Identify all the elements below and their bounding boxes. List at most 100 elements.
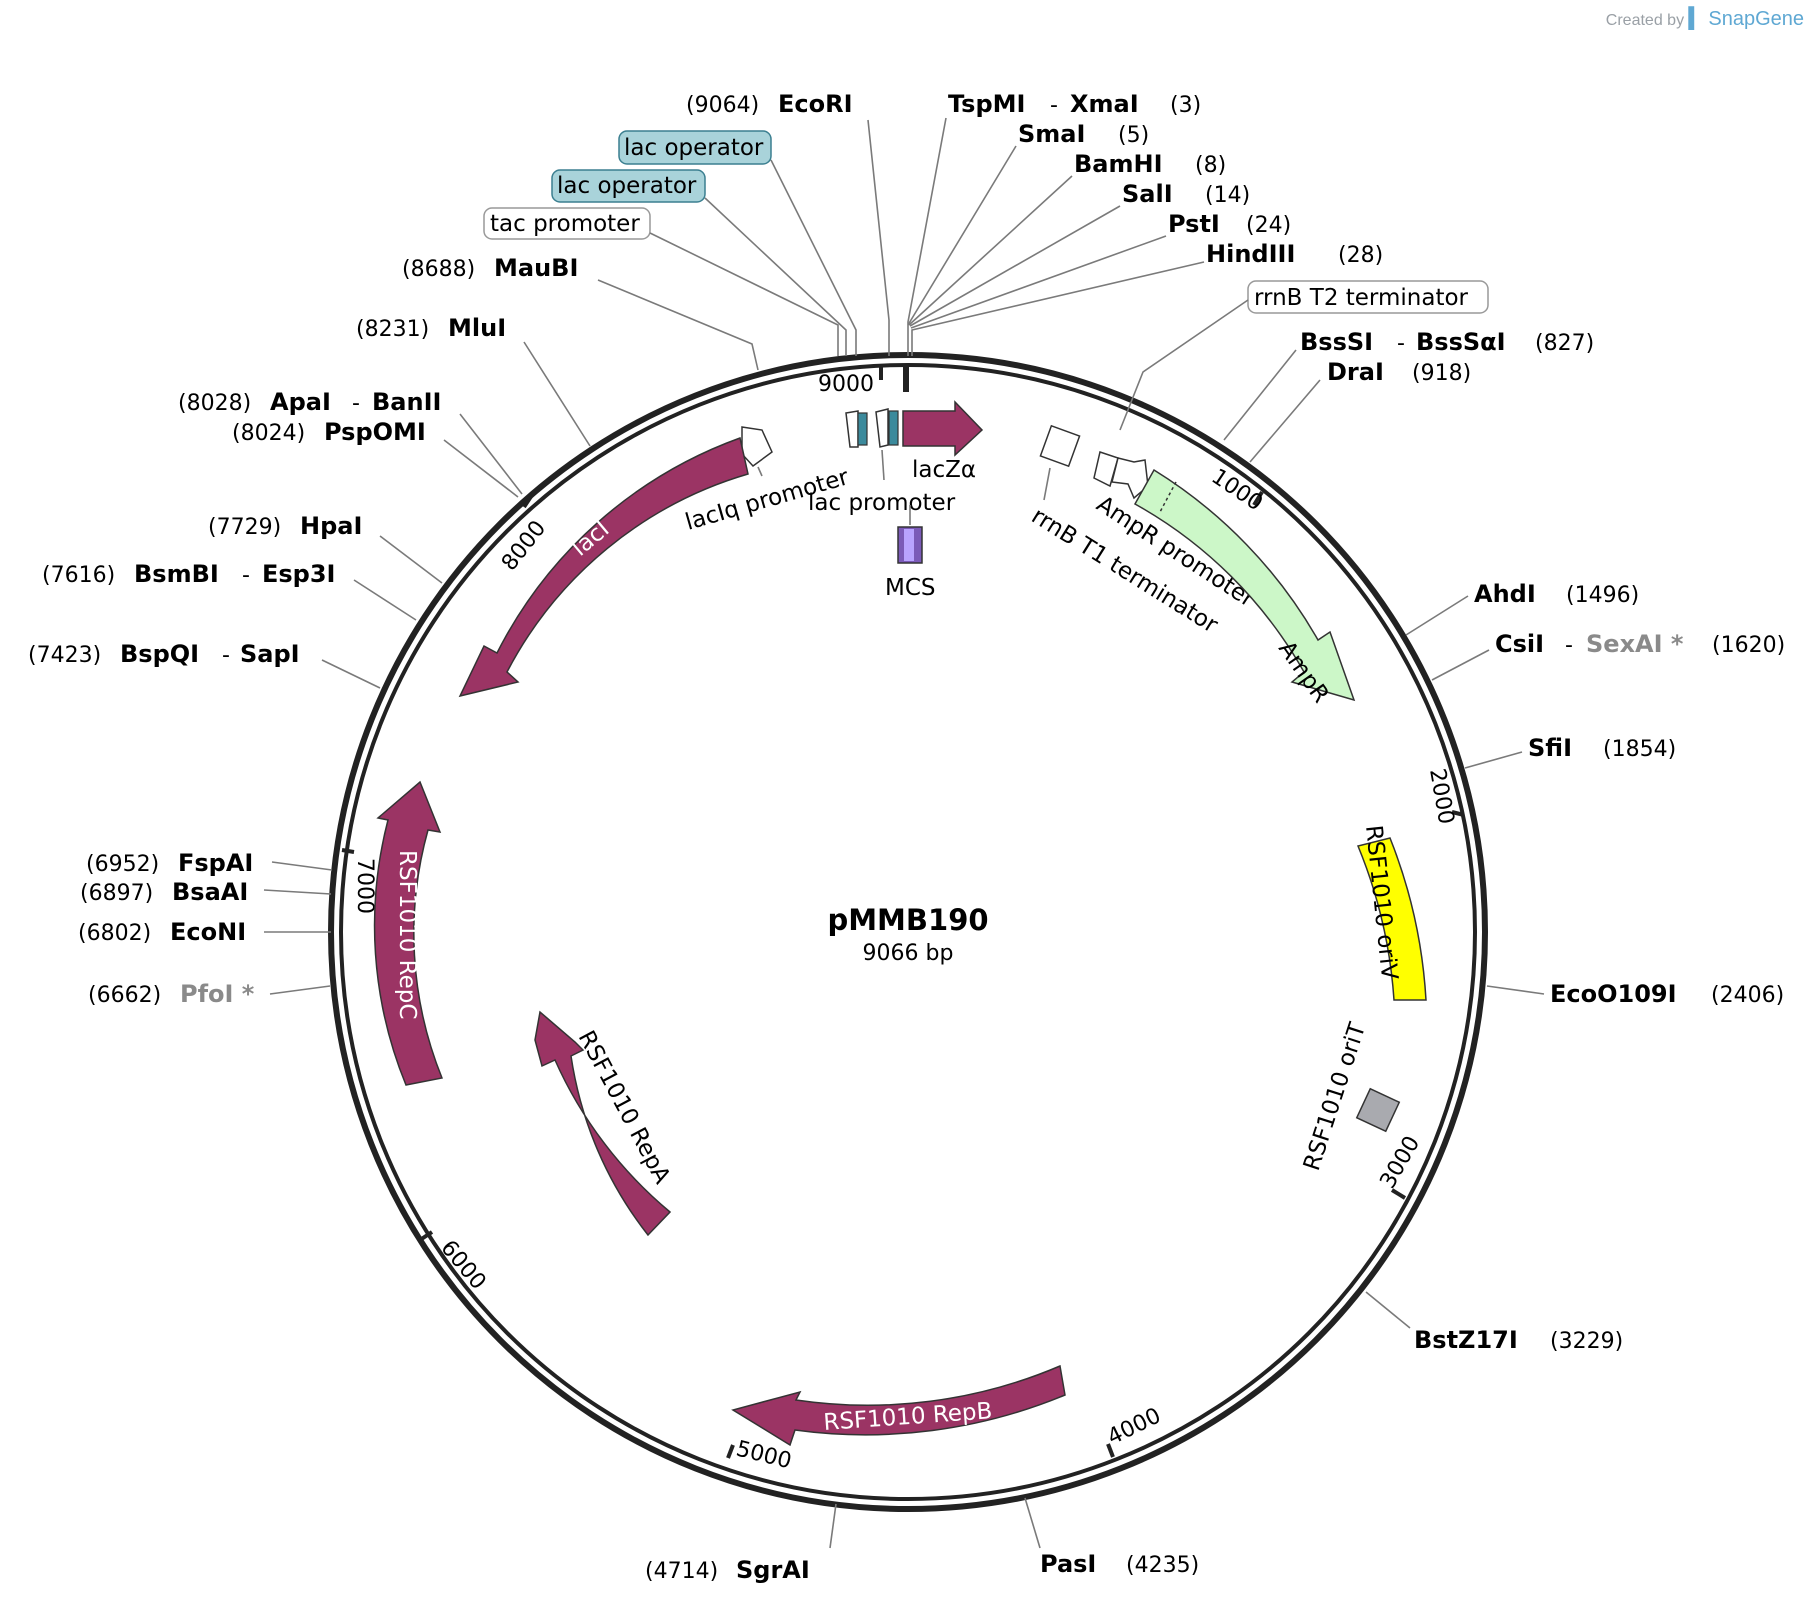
feature-rsf1010-orit[interactable]: RSF1010 oriT xyxy=(1299,1019,1401,1174)
site-smai[interactable]: SmaI (5) xyxy=(907,120,1149,326)
maubi-name: MauBI xyxy=(494,254,578,282)
site-ecori[interactable]: (9064) EcoRI xyxy=(686,90,890,356)
site-bstz17i[interactable]: BstZ17I (3229) xyxy=(1365,1291,1623,1354)
psti-name: PstI xyxy=(1168,210,1220,238)
econi-pos: (6802) xyxy=(78,921,151,946)
site-sfii[interactable]: SfiI (1854) xyxy=(1464,734,1676,769)
bsssi-name: BssSI xyxy=(1300,328,1373,356)
site-separator: - xyxy=(1397,331,1405,356)
feature-mcs[interactable]: MCS xyxy=(885,505,936,601)
site-csii-sexai[interactable]: CsiI - SexAI * (1620) xyxy=(1431,630,1785,681)
hpai-name: HpaI xyxy=(300,512,362,540)
site-pfoi[interactable]: (6662) PfoI * xyxy=(88,980,331,1008)
pspomi-pos: (8024) xyxy=(232,421,305,446)
bsmbi-name: BsmBI xyxy=(134,560,219,588)
sfii-name: SfiI xyxy=(1528,734,1572,762)
ecoo109i-pos: (2406) xyxy=(1711,983,1784,1008)
pasi-name: PasI xyxy=(1040,1550,1096,1578)
econi-name: EcoNI xyxy=(170,918,246,946)
feature-promoter-marks xyxy=(845,408,899,481)
site-econi[interactable]: (6802) EcoNI xyxy=(78,918,331,946)
site-hpai[interactable]: (7729) HpaI xyxy=(208,512,443,584)
boxed-rrnb-t2-terminator[interactable]: rrnB T2 terminator xyxy=(1119,280,1489,431)
feature-rsf1010-repc[interactable]: RSF1010 RepC xyxy=(373,780,444,1086)
boxed-lac-operator-2[interactable]: lac operator xyxy=(551,169,847,356)
fspai-name: FspAI xyxy=(178,849,253,877)
pfoi-pos: (6662) xyxy=(88,983,161,1008)
rrnb-t2-label: rrnB T2 terminator xyxy=(1254,285,1469,311)
bstz17i-name: BstZ17I xyxy=(1414,1326,1518,1354)
ahdi-pos: (1496) xyxy=(1566,583,1639,608)
bsssai-name: BssSαI xyxy=(1416,328,1506,356)
site-apai-banii[interactable]: (8028) ApaI - BanII xyxy=(178,388,523,495)
sali-pos: (14) xyxy=(1205,183,1250,208)
drai-pos: (918) xyxy=(1412,361,1471,386)
repa-label: RSF1010 RepA xyxy=(573,1027,675,1189)
ecoo109i-name: EcoO109I xyxy=(1550,980,1677,1008)
credit-brand: SnapGene xyxy=(1708,8,1804,30)
site-mlui[interactable]: (8231) MluI xyxy=(356,314,591,447)
xmai-name: XmaI xyxy=(1070,90,1139,118)
tick-label-7000: 7000 xyxy=(352,858,377,914)
fspai-pos: (6952) xyxy=(86,852,159,877)
site-ahdi[interactable]: AhdI (1496) xyxy=(1405,580,1639,636)
site-tspmi-xmai[interactable]: TspMI - XmaI (3) xyxy=(907,90,1201,356)
site-separator: - xyxy=(222,643,230,668)
smai-name: SmaI xyxy=(1018,120,1085,148)
hpai-pos: (7729) xyxy=(208,515,281,540)
feature-laci[interactable]: lacI xyxy=(458,437,749,698)
site-bspqi-sapi[interactable]: (7423) BspQI - SapI xyxy=(28,640,381,689)
hindiii-name: HindIII xyxy=(1206,240,1295,268)
site-maubi[interactable]: (8688) MauBI xyxy=(402,254,759,371)
site-pspomi[interactable]: (8024) PspOMI xyxy=(232,418,519,498)
site-bamhi[interactable]: BamHI (8) xyxy=(908,150,1226,326)
pasi-pos: (4235) xyxy=(1126,1553,1199,1578)
site-bsaai[interactable]: (6897) BsaAI xyxy=(80,878,332,906)
bamhi-pos: (8) xyxy=(1195,153,1226,178)
banii-name: BanII xyxy=(372,388,441,416)
snapgene-credit: Created by ▍ SnapGene xyxy=(1606,6,1804,31)
pfoi-name: PfoI * xyxy=(180,980,255,1008)
bsaai-name: BsaAI xyxy=(172,878,248,906)
sali-name: SalI xyxy=(1122,180,1173,208)
lacza-label: lacZα xyxy=(912,457,976,483)
site-drai[interactable]: DraI (918) xyxy=(1249,358,1471,463)
bsaai-pos: (6897) xyxy=(80,881,153,906)
feature-lacza[interactable]: lacZα xyxy=(902,400,984,483)
ecori-pos: (9064) xyxy=(686,93,759,118)
bspqi-name: BspQI xyxy=(120,640,199,668)
site-hindiii[interactable]: HindIII (28) xyxy=(911,240,1383,356)
sexai-name: SexAI * xyxy=(1586,630,1684,658)
site-separator: - xyxy=(1050,93,1058,118)
bsmbi-pos: (7616) xyxy=(42,563,115,588)
site-bsmbi-esp3i[interactable]: (7616) BsmBI - Esp3I xyxy=(42,560,417,621)
feature-rsf1010-oriv[interactable]: RSF1010 oriV xyxy=(1356,824,1427,1001)
site-psti[interactable]: PstI (24) xyxy=(910,210,1291,329)
sapi-name: SapI xyxy=(240,640,300,668)
site-bsssi[interactable]: BssSI - BssSαI (827) xyxy=(1223,328,1594,441)
site-separator: - xyxy=(352,391,360,416)
boxed-lac-operator-1[interactable]: lac operator xyxy=(618,130,857,356)
psti-pos: (24) xyxy=(1246,213,1291,238)
site-ecoo109i[interactable]: EcoO109I (2406) xyxy=(1486,980,1784,1008)
bstz17i-pos: (3229) xyxy=(1550,1329,1623,1354)
drai-name: DraI xyxy=(1327,358,1384,386)
feature-rsf1010-repa[interactable]: RSF1010 RepA xyxy=(534,1010,675,1237)
bsssi-pos: (827) xyxy=(1535,331,1594,356)
site-pasi[interactable]: PasI (4235) xyxy=(1024,1497,1199,1578)
boxed-tac-promoter[interactable]: tac promoter xyxy=(483,207,839,356)
bamhi-name: BamHI xyxy=(1074,150,1163,178)
site-fspai[interactable]: (6952) FspAI xyxy=(86,849,333,877)
plasmid-name: pMMB190 xyxy=(827,903,988,937)
tac-promoter-label: tac promoter xyxy=(490,211,640,237)
esp3i-name: Esp3I xyxy=(262,560,336,588)
site-sgrai[interactable]: (4714) SgrAI xyxy=(645,1503,837,1584)
mlui-name: MluI xyxy=(448,314,506,342)
feature-rsf1010-repb[interactable]: RSF1010 RepB xyxy=(731,1364,1066,1447)
site-sali[interactable]: SalI (14) xyxy=(909,180,1250,327)
apai-name: ApaI xyxy=(270,388,331,416)
tspmi-name: TspMI xyxy=(948,90,1025,118)
tspmi-pos: (3) xyxy=(1170,93,1201,118)
tick-label-9000: 9000 xyxy=(818,372,874,397)
